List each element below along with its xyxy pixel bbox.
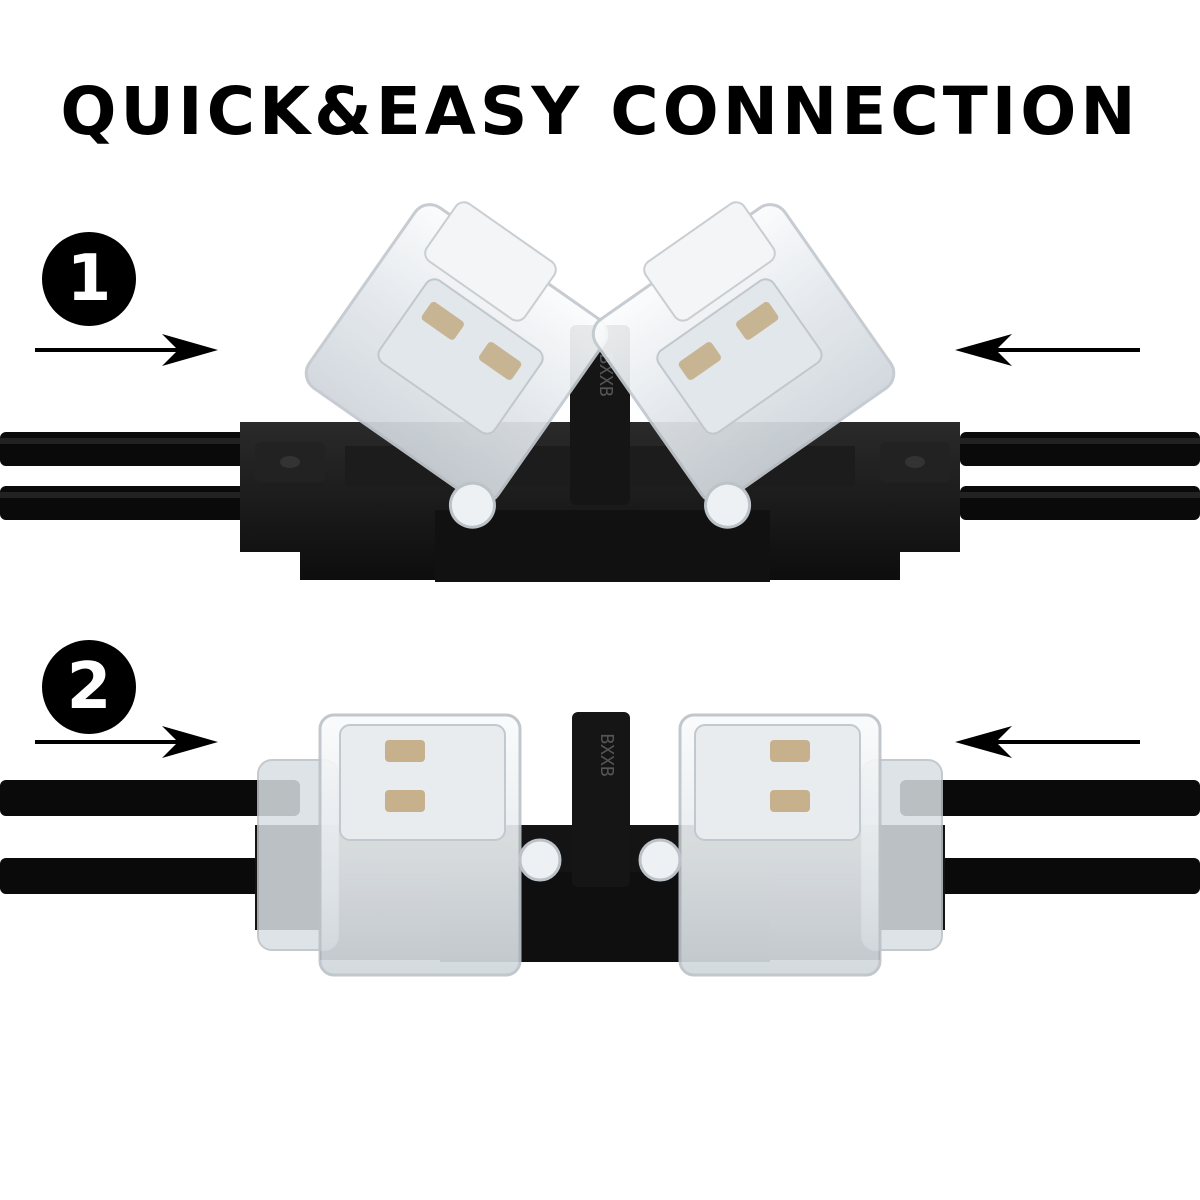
center-post: BXXB: [572, 712, 630, 887]
arrow-right-icon: [35, 726, 218, 758]
connector-marking: BXXB: [596, 733, 617, 776]
left-clear-lid: [304, 201, 609, 529]
step-2-illustration: BXXB: [0, 660, 1200, 990]
right-wires: [900, 780, 1200, 894]
page-title: QUICK&EASY CONNECTION: [60, 73, 1140, 150]
left-wires: [0, 780, 300, 894]
right-wires: [960, 432, 1200, 520]
arrow-left-icon: [955, 334, 1140, 366]
left-clear-housing: [257, 713, 562, 977]
left-wires: [0, 432, 250, 520]
step-1-badge: 1: [42, 232, 136, 326]
step-1-illustration: BXXB: [0, 180, 1200, 620]
right-clear-housing: [638, 713, 943, 977]
arrow-right-icon: [35, 334, 218, 366]
right-clear-lid: [591, 201, 896, 529]
step-2-badge: 2: [42, 640, 136, 734]
arrow-left-icon: [955, 726, 1140, 758]
